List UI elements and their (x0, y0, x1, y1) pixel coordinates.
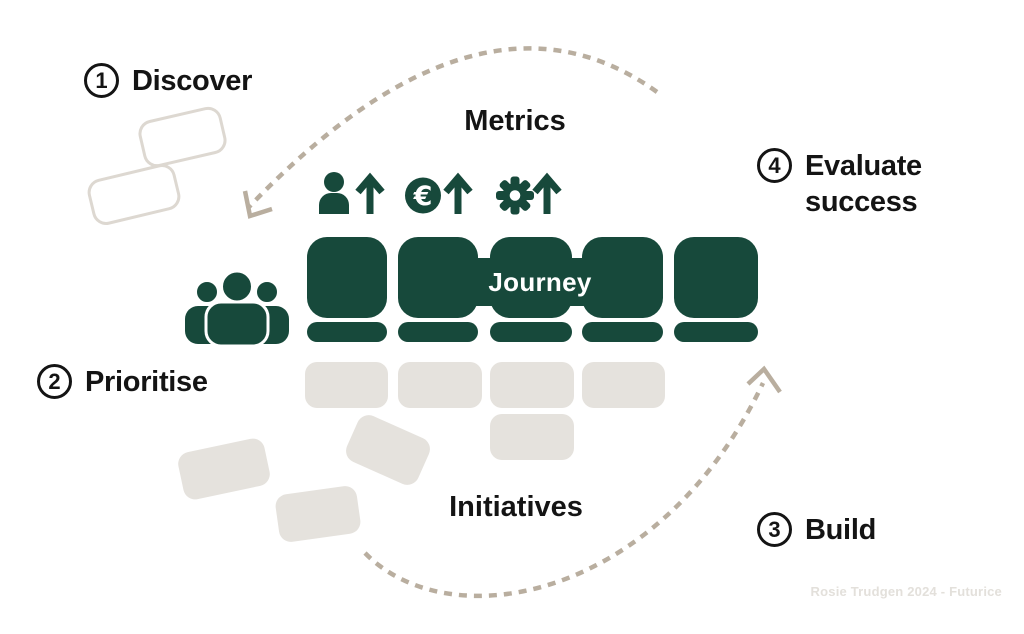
watermark-credit: Rosie Trudgen 2024 - Futurice (810, 584, 1002, 599)
step-build: 3 Build (757, 512, 876, 548)
discovery-card (135, 104, 230, 170)
revenue-increase-icon: € (405, 172, 473, 214)
journey-block (307, 237, 387, 318)
step-2-number-badge: 2 (37, 364, 72, 399)
step-3-number-badge: 3 (757, 512, 792, 547)
discovery-card (84, 161, 184, 228)
users-increase-icon (319, 172, 385, 214)
step-1-number-badge: 1 (84, 63, 119, 98)
journey-substep-bar (307, 322, 387, 342)
step-1-label: Discover (132, 65, 253, 97)
initiative-card (490, 362, 574, 408)
journey-block (674, 237, 758, 318)
step-evaluate-success: 4 Evaluate success (757, 148, 947, 220)
step-3-label: Build (805, 514, 876, 546)
arrow-up-icon (443, 172, 473, 214)
initiative-card (342, 411, 434, 489)
journey-substep-bar (398, 322, 478, 342)
step-4-number-badge: 4 (757, 148, 792, 183)
journey-substep-bar (490, 322, 572, 342)
step-prioritise: 2 Prioritise (37, 364, 208, 400)
journey-block-connector (430, 258, 650, 306)
initiative-card (398, 362, 482, 408)
audience-group-icon (185, 270, 289, 346)
metric-icons: € (319, 172, 562, 215)
initiative-card (582, 362, 665, 408)
arrow-up-icon (355, 172, 385, 214)
arrow-up-icon (532, 172, 562, 214)
step-2-label: Prioritise (85, 366, 208, 398)
initiatives-label: Initiatives (449, 491, 583, 523)
journey-substep-bar (674, 322, 758, 342)
journey-substep-bar (582, 322, 663, 342)
step-4-label: Evaluate success (805, 150, 922, 218)
metrics-label: Metrics (464, 105, 566, 137)
euro-symbol: € (413, 181, 433, 212)
journey-label: Journey (488, 267, 592, 297)
arc-to-evaluate-arrowhead (746, 365, 782, 394)
step-discover: 1 Discover (84, 63, 252, 99)
gear-icon (496, 176, 534, 215)
initiative-card (274, 484, 362, 544)
efficiency-increase-icon (496, 172, 562, 215)
arc-to-discover-arrowhead (242, 190, 273, 219)
initiative-card (305, 362, 388, 408)
initiative-card (175, 436, 273, 502)
initiative-card (490, 414, 574, 460)
